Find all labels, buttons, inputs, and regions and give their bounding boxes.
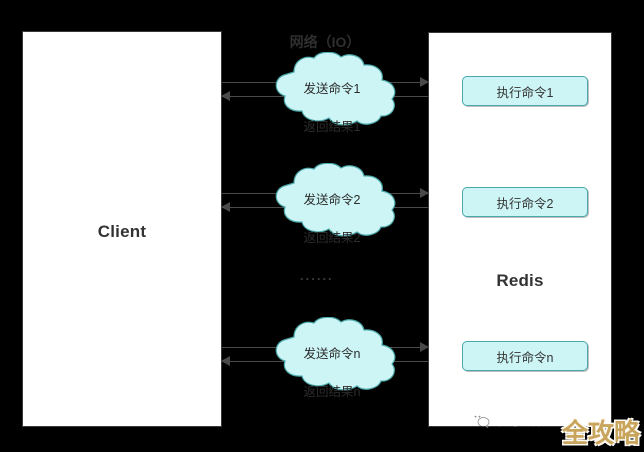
wechat-icon bbox=[471, 412, 490, 428]
response-label-3: 返回结果n bbox=[303, 385, 361, 399]
arrow-head-left-icon bbox=[221, 356, 230, 366]
request-label-3: 发送命令n bbox=[303, 347, 361, 361]
cloud-shape-icon bbox=[275, 163, 396, 237]
redis-command-box-1: 执行命令1 bbox=[462, 76, 588, 106]
arrow-head-left-icon bbox=[221, 91, 230, 101]
arrow-head-right-icon bbox=[420, 188, 429, 198]
cloud-shape-icon bbox=[275, 317, 396, 391]
ellipsis-separator: ...... bbox=[300, 268, 334, 283]
request-label-2: 发送命令2 bbox=[303, 193, 361, 207]
request-label-1: 发送命令1 bbox=[303, 82, 361, 96]
network-cloud-1: 发送命令1 返回结果1 bbox=[262, 52, 402, 134]
client-panel: Client bbox=[22, 31, 222, 427]
site-logo-watermark: 全攻略 bbox=[562, 418, 641, 448]
arrow-head-right-icon bbox=[420, 342, 429, 352]
arrow-head-right-icon bbox=[420, 77, 429, 87]
redis-command-box-2: 执行命令2 bbox=[462, 187, 588, 217]
response-label-1: 返回结果1 bbox=[303, 120, 361, 134]
cloud-shape-icon bbox=[275, 52, 396, 126]
network-cloud-2: 发送命令2 返回结果2 bbox=[262, 163, 402, 245]
response-label-2: 返回结果2 bbox=[303, 231, 361, 245]
wechat-watermark-text: 程序媛和她的猫 bbox=[496, 413, 588, 428]
redis-panel-title: Redis bbox=[496, 271, 544, 290]
client-panel-title: Client bbox=[97, 222, 147, 241]
redis-command-box-3: 执行命令n bbox=[462, 341, 588, 371]
redis-panel: Redis 执行命令1 执行命令2 执行命令n bbox=[428, 32, 612, 427]
arrow-head-left-icon bbox=[221, 202, 230, 212]
network-cloud-3: 发送命令n 返回结果n bbox=[262, 317, 402, 399]
wechat-watermark: 程序媛和她的猫 bbox=[470, 410, 587, 429]
network-section-title: 网络（IO） bbox=[289, 34, 361, 50]
